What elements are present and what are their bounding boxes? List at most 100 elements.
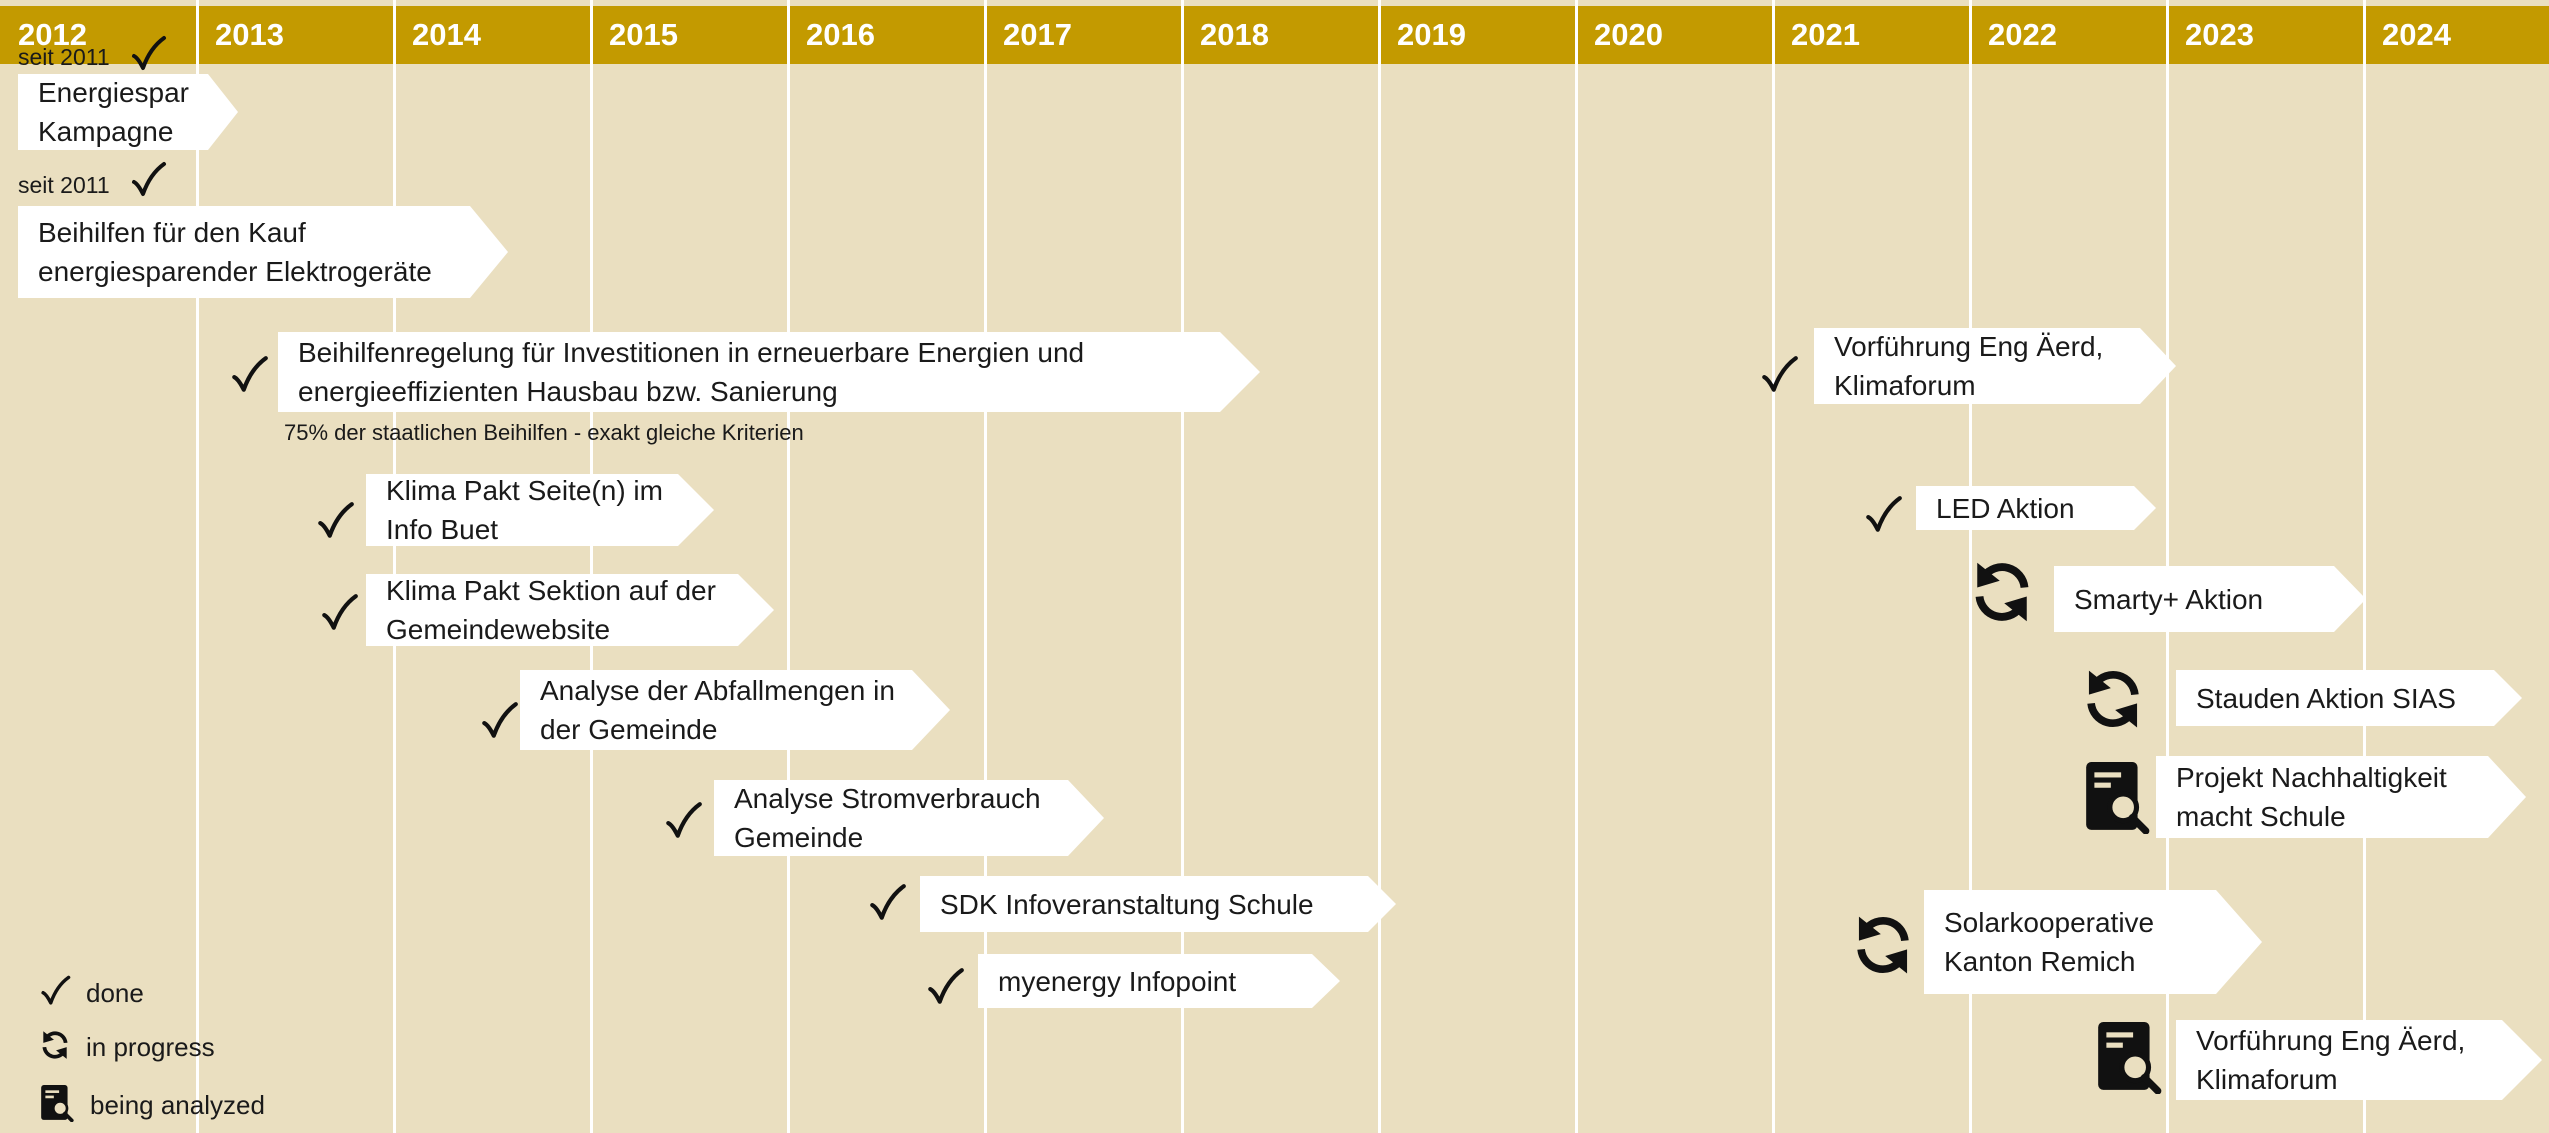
document-search-icon (2080, 760, 2154, 839)
check-icon (1862, 494, 1904, 541)
year-label-2019: 2019 (1397, 17, 1466, 52)
measure-label-line: Klimaforum (1834, 370, 1976, 401)
measure-label-line: Energiespar (38, 77, 189, 108)
measure-label-line: Solarkooperative (1944, 907, 2155, 938)
year-divider (1772, 0, 1775, 1133)
measure-label-line: Smarty+ Aktion (2074, 583, 2264, 615)
measure-label-line: Kampagne (38, 116, 174, 147)
year-divider (1575, 0, 1578, 1133)
year-divider (1181, 0, 1184, 1133)
check-icon (128, 34, 168, 79)
measure-nachhaltigkeit-schule: Projekt Nachhaltigkeit macht Schule (2156, 756, 2526, 838)
measure-label-line: energiesparender Elektrogeräte (38, 256, 432, 287)
year-label-2022: 2022 (1988, 17, 2057, 52)
document-search-icon (2092, 1020, 2166, 1099)
measure-label: LED Aktion (1936, 489, 2075, 528)
year-divider (590, 0, 593, 1133)
refresh-icon (38, 1028, 72, 1067)
measure-note: 75% der staatlichen Beihilfen - exakt gl… (284, 420, 804, 445)
check-icon (866, 882, 908, 929)
measure-label-line: Projekt Nachhaltigkeit (2176, 762, 2447, 793)
year-divider (1378, 0, 1381, 1133)
check-icon (128, 160, 168, 205)
measure-label-line: macht Schule (2176, 801, 2346, 832)
measure-smarty: Smarty+ Aktion (2054, 566, 2366, 632)
measure-label-line: Vorführung Eng Äerd, (2196, 1025, 2466, 1056)
year-divider (393, 0, 396, 1133)
since-label: seit 2011 (18, 44, 110, 70)
refresh-icon (1966, 556, 2038, 633)
legend-label: being analyzed (90, 1090, 265, 1120)
measure-sdk-schule: SDK Infoveranstaltung Schule (920, 876, 1396, 932)
legend-label: in progress (86, 1032, 215, 1062)
year-divider (196, 0, 199, 1133)
measure-label: Vorführung Eng Äerd, Klimaforum (2196, 1021, 2465, 1099)
check-icon (924, 966, 966, 1013)
check-icon (228, 354, 270, 401)
measure-label-line: Analyse Stromverbrauch (734, 783, 1041, 814)
measure-label-line: energieeffizienten Hausbau bzw. Sanierun… (298, 376, 838, 407)
legend-item-done: done (38, 974, 144, 1013)
measure-stauden: Stauden Aktion SIAS (2176, 670, 2522, 726)
measure-label-line: Klimaforum (2196, 1064, 2338, 1095)
measure-label-line: der Gemeinde (540, 714, 718, 745)
check-icon (1758, 354, 1800, 401)
since-label: seit 2011 (18, 172, 110, 198)
legend-item-in-progress: in progress (38, 1028, 215, 1067)
document-search-icon (38, 1084, 76, 1127)
measure-label: SDK Infoveranstaltung Schule (940, 885, 1314, 924)
year-label-2012: 2012 (18, 17, 87, 52)
measure-label-line: Beihilfenregelung für Investitionen in e… (298, 337, 1085, 368)
year-divider (984, 0, 987, 1133)
measure-label-line: Stauden Aktion SIAS (2196, 682, 2456, 714)
measure-label-line: Vorführung Eng Äerd, (1834, 331, 2104, 362)
measure-label: Projekt Nachhaltigkeit macht Schule (2176, 758, 2447, 836)
measure-led-aktion: LED Aktion (1916, 486, 2156, 530)
measure-beihilfen-elektro: Beihilfen für den Kauf energiesparender E… (18, 206, 508, 298)
refresh-icon (2078, 664, 2148, 739)
year-label-2020: 2020 (1594, 17, 1663, 52)
year-label-2015: 2015 (609, 17, 678, 52)
measure-beihilfenregelung: Beihilfenregelung für Investitionen in e… (278, 332, 1260, 412)
year-label-2024: 2024 (2382, 17, 2451, 52)
check-icon (318, 592, 360, 639)
year-label-2016: 2016 (806, 17, 875, 52)
check-icon (662, 800, 704, 847)
measure-label-line: myenergy Infopoint (998, 965, 1237, 997)
measure-label-line: SDK Infoveranstaltung Schule (940, 888, 1314, 920)
year-label-2014: 2014 (412, 17, 481, 52)
year-label-2017: 2017 (1003, 17, 1072, 52)
legend-label: done (86, 978, 144, 1008)
measure-label-line: Analyse der Abfallmengen in (540, 675, 895, 706)
year-label-2018: 2018 (1200, 17, 1269, 52)
check-icon (478, 700, 520, 747)
measure-label-line: Klima Pakt Seite(n) im (386, 475, 663, 506)
measure-myenergy: myenergy Infopoint (978, 954, 1340, 1008)
measure-vorfuehrung-2021: Vorführung Eng Äerd, Klimaforum (1814, 328, 2176, 404)
year-label-2013: 2013 (215, 17, 284, 52)
year-label-2023: 2023 (2185, 17, 2254, 52)
measure-label: Beihilfenregelung für Investitionen in e… (298, 333, 1084, 411)
measure-label-line: Kanton Remich (1944, 946, 2136, 977)
measure-label: Stauden Aktion SIAS (2196, 679, 2456, 718)
measure-label: Smarty+ Aktion (2074, 580, 2263, 619)
measure-label: myenergy Infopoint (998, 962, 1236, 1001)
measure-label: Beihilfen für den Kauf energiesparender E… (38, 213, 432, 291)
year-divider (1969, 0, 1972, 1133)
measure-label-line: Beihilfen für den Kauf (38, 217, 306, 248)
check-icon (314, 500, 356, 547)
measure-label-line: Gemeindewebsite (386, 614, 611, 645)
refresh-icon (1848, 910, 1918, 985)
measure-abfallmengen: Analyse der Abfallmengen in der Gemeinde (520, 670, 950, 750)
measure-label-line: Gemeinde (734, 822, 864, 853)
year-header (0, 6, 2549, 64)
